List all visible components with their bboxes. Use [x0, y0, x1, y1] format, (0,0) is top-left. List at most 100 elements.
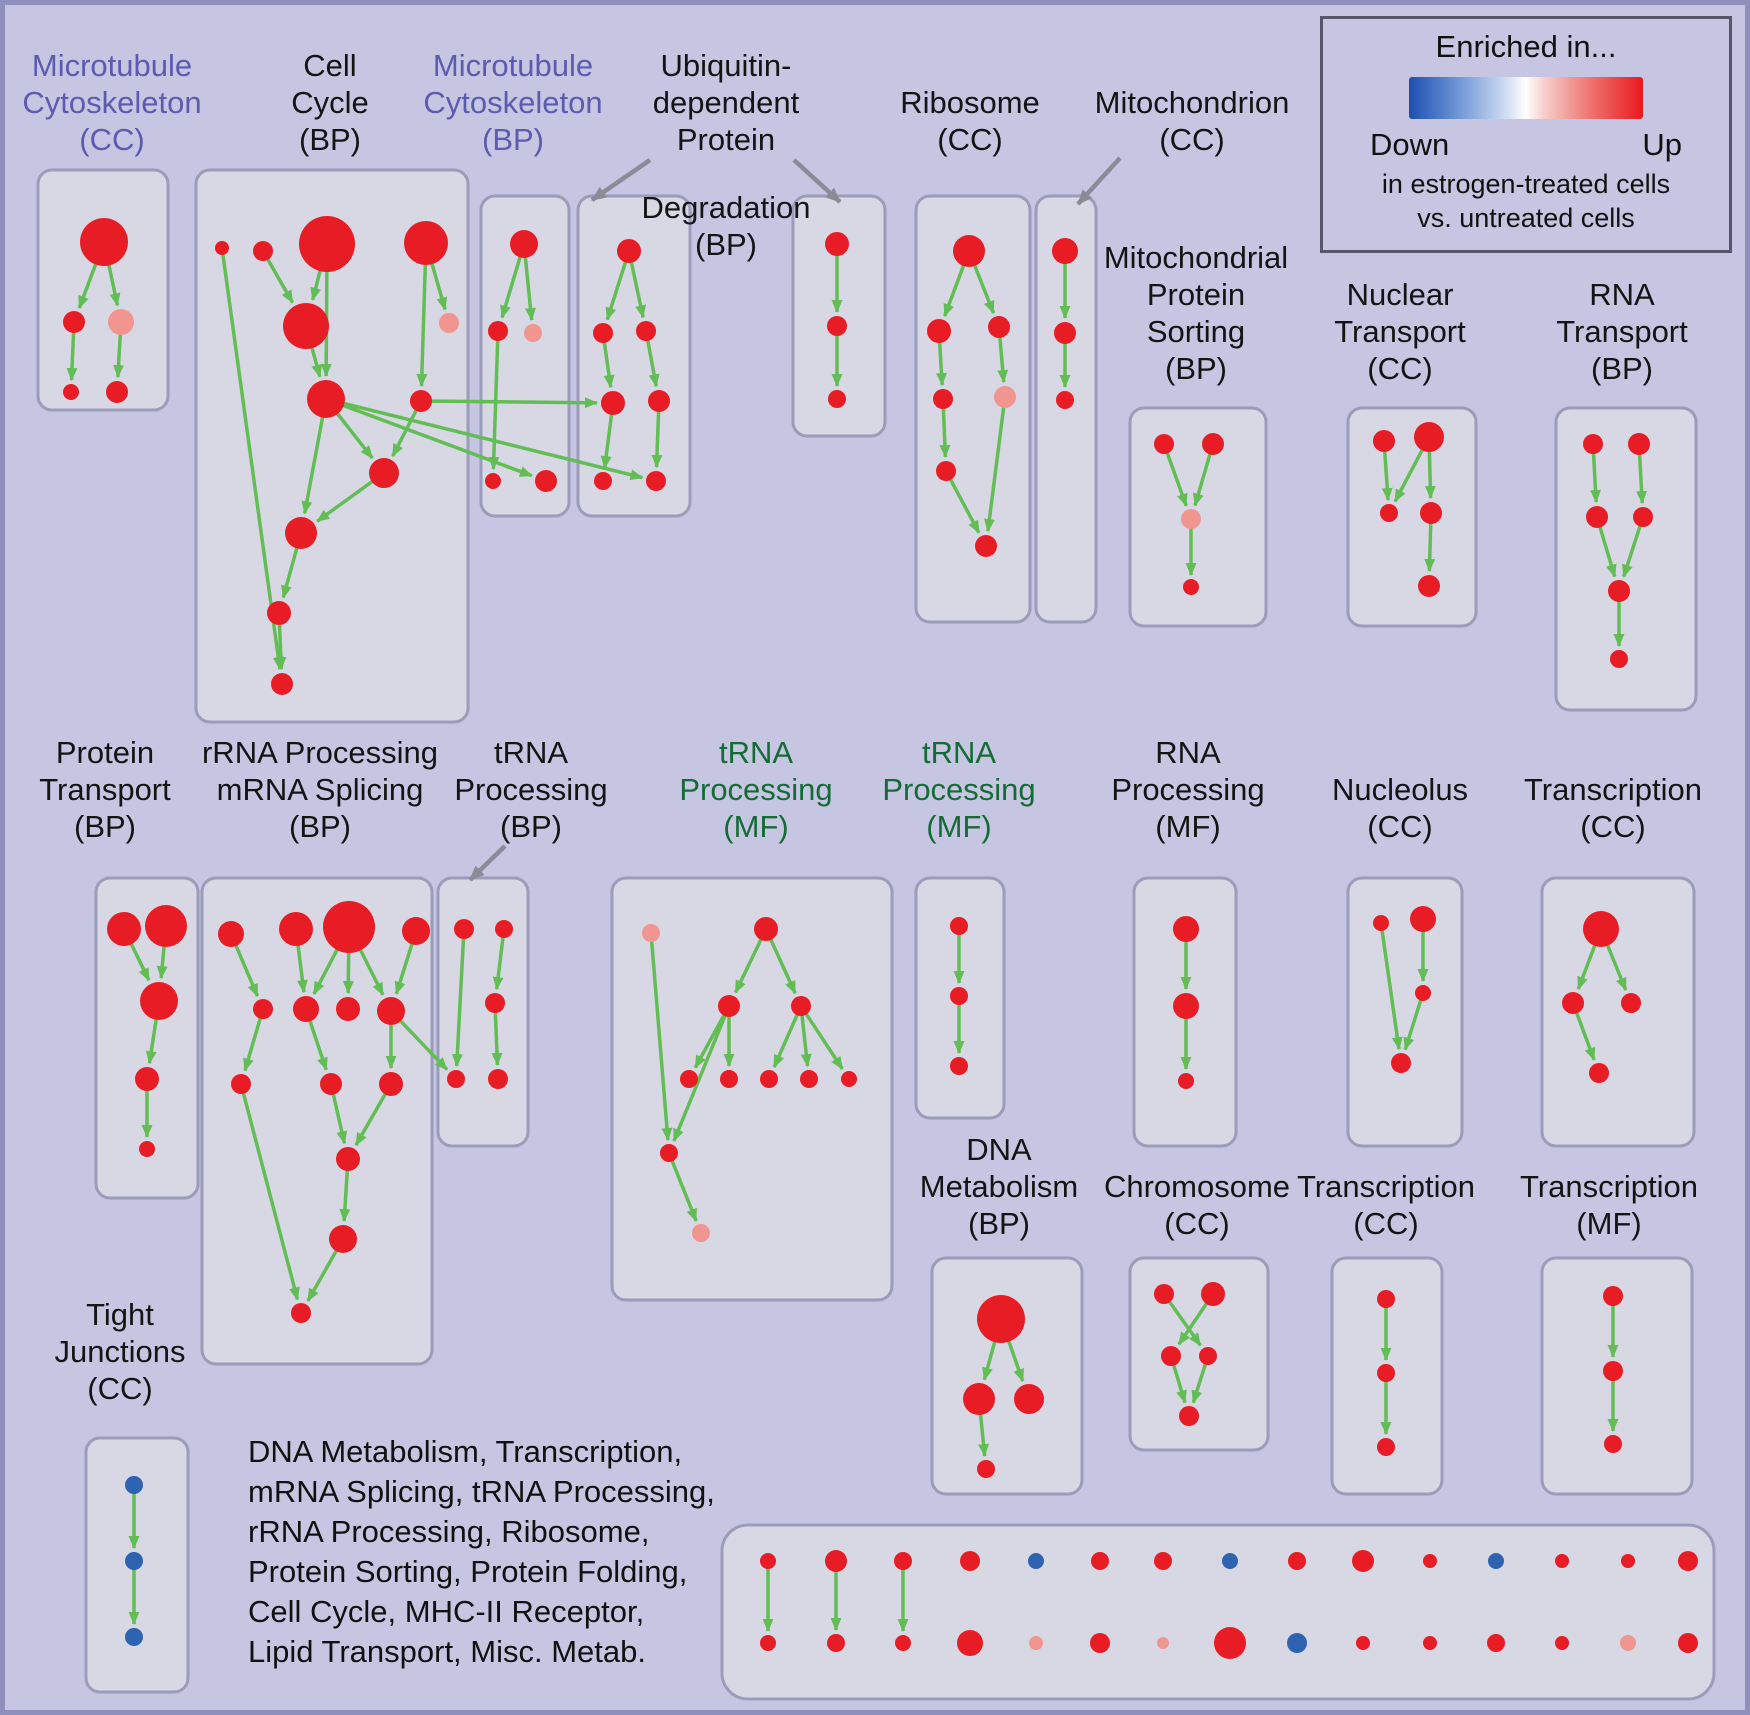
graph-node	[510, 230, 538, 258]
legend-up-label: Up	[1642, 127, 1682, 162]
graph-node	[279, 912, 313, 946]
graph-node	[1633, 507, 1653, 527]
graph-node	[1377, 1438, 1395, 1456]
graph-node	[988, 316, 1010, 338]
edge-arrow	[667, 1152, 698, 1222]
graph-node	[320, 1073, 342, 1095]
graph-node	[1154, 1552, 1172, 1570]
graph-node	[1621, 993, 1641, 1013]
graph-node	[485, 473, 501, 489]
edge-arrow	[799, 1005, 844, 1070]
edge-arrow	[1621, 516, 1645, 578]
graph-node	[107, 912, 141, 946]
graph-node	[648, 390, 670, 412]
cluster-label-transcription-cc-lower: Transcription(CC)	[1297, 1169, 1475, 1241]
graph-node	[1621, 1554, 1635, 1568]
graph-node	[1377, 1290, 1395, 1308]
cluster-box-rrna-processing-mrna-splicing-bp	[200, 876, 434, 1366]
graph-node	[1555, 1554, 1569, 1568]
graph-node	[1420, 502, 1442, 524]
graph-node	[1173, 993, 1199, 1019]
edge-arrow	[416, 242, 428, 388]
graph-node	[1029, 1636, 1043, 1650]
graph-node	[1056, 391, 1074, 409]
misc-text-line: rRNA Processing, Ribosome,	[248, 1514, 650, 1549]
graph-node	[1589, 1063, 1609, 1083]
graph-node	[1583, 434, 1603, 454]
edge-arrow	[1162, 1292, 1202, 1347]
graph-node	[825, 232, 849, 256]
cluster-box-protein-transport-bp	[94, 876, 200, 1200]
cluster-box-ribosome-cc	[914, 194, 1032, 624]
graph-node	[1287, 1633, 1307, 1653]
graph-node	[535, 470, 557, 492]
graph-node	[1090, 1633, 1110, 1653]
graph-node	[1373, 915, 1389, 931]
graph-node	[1603, 1286, 1623, 1306]
edge-arrow	[420, 397, 599, 409]
graph-node	[1288, 1552, 1306, 1570]
graph-node	[825, 1550, 847, 1572]
edge-arrow	[243, 1008, 265, 1072]
annotation-arrow	[1076, 156, 1122, 206]
cluster-label-nucleolus-cc: Nucleolus(CC)	[1332, 772, 1468, 844]
legend-box: Enriched in... Down Up in estrogen-treat…	[1320, 16, 1732, 253]
graph-node	[1161, 1346, 1181, 1366]
graph-node	[377, 997, 405, 1025]
graph-node	[1678, 1633, 1698, 1653]
graph-node	[488, 321, 508, 341]
graph-node	[1173, 916, 1199, 942]
graph-node	[1418, 575, 1440, 597]
edge-arrow	[672, 1005, 731, 1142]
graph-node	[791, 996, 811, 1016]
cluster-box-microtubule-cytoskeleton-cc	[36, 168, 170, 412]
graph-node	[1202, 433, 1224, 455]
graph-node	[218, 921, 244, 947]
cluster-box-cell-cycle-bp	[194, 168, 470, 724]
graph-node	[283, 303, 329, 349]
graph-node	[1488, 1553, 1504, 1569]
edge-arrow	[451, 928, 466, 1068]
graph-node	[977, 1295, 1025, 1343]
graph-node	[692, 1224, 710, 1242]
graph-node	[410, 390, 432, 412]
graph-node	[1181, 509, 1201, 529]
graph-node	[369, 458, 399, 488]
graph-node	[253, 241, 273, 261]
cluster-box-nucleolus-cc	[1346, 876, 1464, 1148]
graph-node	[1586, 506, 1608, 528]
graph-node	[1391, 1053, 1411, 1073]
graph-node	[828, 390, 846, 408]
graph-node	[1678, 1551, 1698, 1571]
graph-node	[231, 1074, 251, 1094]
graph-node	[950, 1057, 968, 1075]
graph-node	[660, 1144, 678, 1162]
misc-text-line: Cell Cycle, MHC-II Receptor,	[248, 1594, 645, 1629]
graph-node	[950, 987, 968, 1005]
graph-node	[1423, 1636, 1437, 1650]
graph-node	[1555, 1636, 1569, 1650]
graph-node	[323, 901, 375, 953]
graph-node	[760, 1070, 778, 1088]
cluster-label-ribosome-cc: Ribosome(CC)	[900, 85, 1040, 157]
graph-node	[336, 1147, 360, 1171]
edge-arrow	[649, 932, 673, 1142]
graph-node	[1356, 1636, 1370, 1650]
graph-node	[957, 1630, 983, 1656]
cluster-box-dna-metabolism-bp	[930, 1256, 1084, 1496]
edge-arrow	[799, 1005, 812, 1068]
graph-node	[800, 1070, 818, 1088]
edge-arrow	[1162, 443, 1188, 507]
graph-node	[960, 1551, 980, 1571]
graph-node	[963, 1383, 995, 1415]
annotation-arrow	[468, 844, 507, 882]
graph-node	[139, 1141, 155, 1157]
graph-node	[145, 905, 187, 947]
cluster-box-transcription-cc-upper	[1540, 876, 1696, 1148]
graph-node	[108, 309, 134, 335]
